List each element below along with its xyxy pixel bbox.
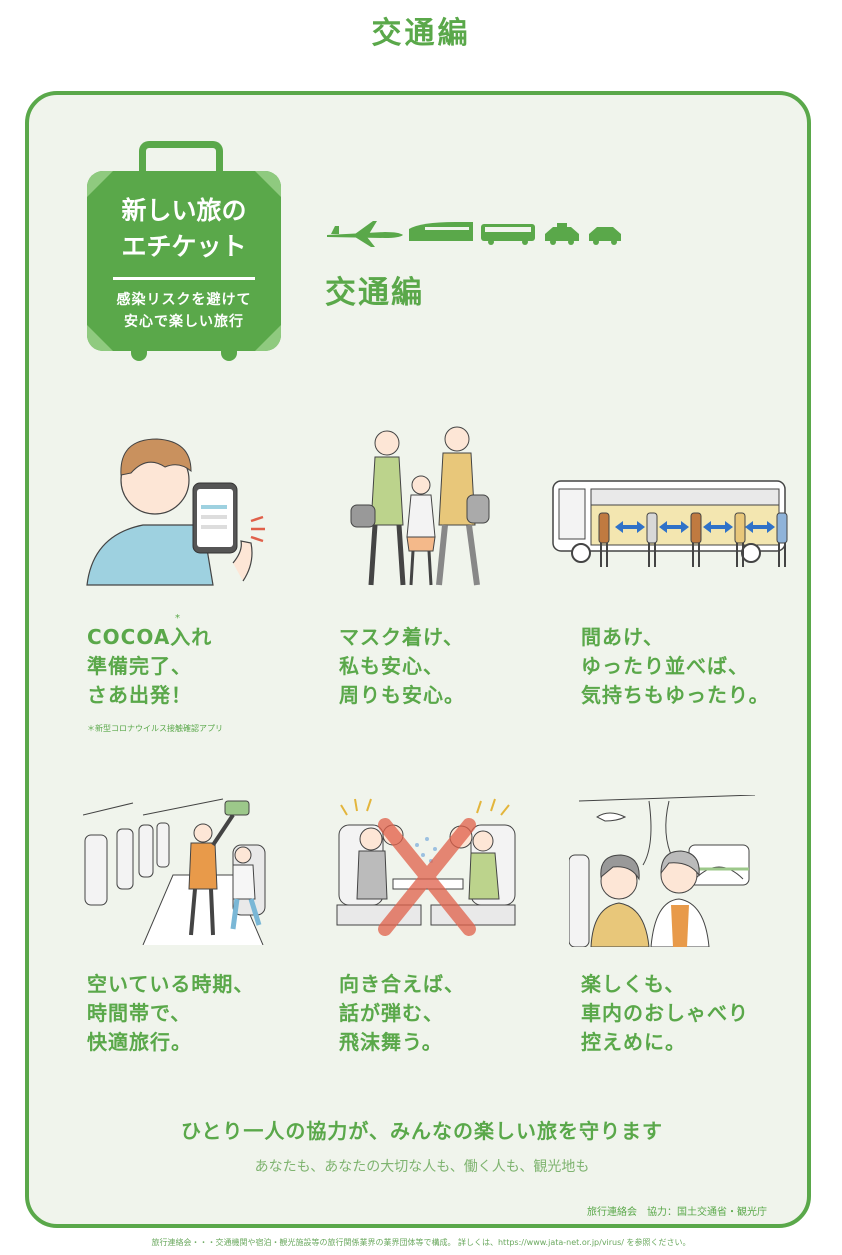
suitcase-body: 新しい旅の エチケット 感染リスクを避けて 安心で楽しい旅行 [87, 171, 281, 351]
quiet-chat-illustration [569, 795, 756, 947]
tip-caption-quiet: 楽しくも、 車内のおしゃべり 控えめに。 [581, 972, 749, 1054]
airplane-icon [327, 221, 403, 247]
phone-app-illustration [86, 438, 265, 586]
page-title: 交通編 [371, 16, 471, 51]
facing-seats-illustration [336, 798, 516, 936]
slogan-sub: あなたも、あなたの大切な人も、働く人も、観光地も [254, 1159, 590, 1175]
vehicle-icons [327, 221, 621, 247]
wheel-icon [131, 349, 147, 361]
tip-caption-offpeak: 空いている時期、 時間帯で、 快適旅行。 [87, 972, 255, 1054]
badge-title: 新しい旅の エチケット [121, 196, 247, 261]
car-icon [589, 227, 621, 245]
tip-caption-mask: マスク着け、 私も安心、 周りも安心。 [339, 625, 465, 707]
suitcase-badge: 新しい旅の エチケット 感染リスクを避けて 安心で楽しい旅行 [87, 141, 281, 363]
credit-line: 旅行連絡会 協力：国土交通省・観光庁 [587, 1207, 767, 1218]
badge-divider [113, 277, 255, 280]
slogan-main: ひとり一人の協力が、みんなの楽しい旅を守ります [181, 1119, 663, 1143]
tip-caption-distance: 間あけ、 ゆったり並べば、 気持ちもゆったり。 [581, 625, 770, 707]
airplane-cabin-illustration [83, 798, 266, 945]
bus-icon [481, 224, 535, 245]
badge-subtitle: 感染リスクを避けて 安心で楽しい旅行 [116, 292, 252, 330]
wheel-icon [221, 349, 237, 361]
footer-note: 旅行連絡会・・・交通機関や宿泊・観光施設等の旅行関係業界の業界団体等で構成。 詳… [151, 1238, 691, 1247]
suitcase-handle [139, 141, 223, 171]
masked-family-illustration [350, 426, 490, 586]
section-title: 交通編 [325, 275, 424, 311]
train-icon [409, 222, 473, 241]
cocoa-footnote: ＊新型コロナウイルス接触確認アプリ [87, 724, 223, 733]
poster: 新しい旅の エチケット 感染リスクを避けて 安心で楽しい旅行 [25, 91, 811, 1228]
taxi-icon [545, 223, 579, 245]
tip-caption-facing: 向き合えば、 話が弾む、 飛沫舞う。 [339, 972, 465, 1054]
bus-queue-illustration [552, 480, 788, 567]
cocoa-asterisk: * [175, 613, 180, 624]
tip-caption-cocoa: COCOA入れ 準備完了、 さあ出発！ [87, 625, 213, 707]
